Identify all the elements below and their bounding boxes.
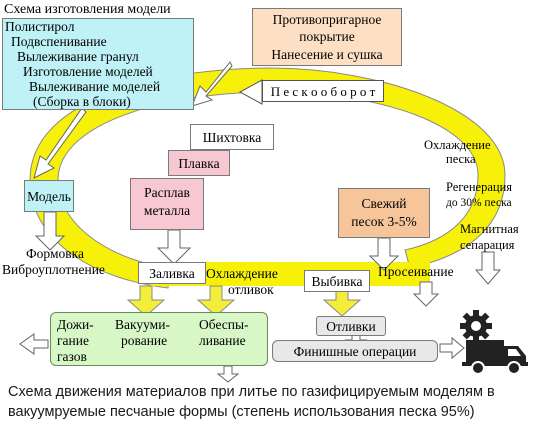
fresh-sand-line1: Свежий	[361, 196, 407, 211]
model-box: Модель	[24, 180, 74, 212]
castings-box: Отливки	[316, 316, 386, 336]
vacuum-col1-line1: Дожи-	[57, 317, 94, 332]
sand-circulation-loop	[29, 67, 506, 289]
vacuum-col1-line3: газов	[57, 349, 87, 364]
vacuum-col2-line2: рование	[121, 333, 168, 348]
molding-line1: Формовка	[26, 246, 84, 261]
regeneration-line2: до 30% песка	[446, 197, 512, 209]
step-pre-expansion: Подвспенивание	[11, 34, 107, 49]
charge-box: Шихтовка	[190, 124, 274, 150]
arrow-vacuum-left	[19, 333, 49, 355]
step-granule-aging: Вылеживание гранул	[17, 49, 139, 64]
finishing-box: Финишные операции	[272, 340, 438, 362]
pouring-box: Заливка	[138, 262, 206, 284]
knockout-box: Выбивка	[304, 270, 370, 292]
melting-box: Плавка	[168, 150, 230, 176]
arrow-magnetic-down	[474, 251, 502, 285]
arrow-to-vacuum-1	[126, 285, 166, 317]
fresh-sand-line2: песок 3-5%	[351, 214, 417, 229]
caption-line1: Схема движения материалов при литье по г…	[8, 384, 495, 400]
gear-icon	[460, 310, 492, 342]
step-model-aging: Вылеживание моделей	[29, 79, 161, 94]
coating-line3: Нанесение и сушка	[271, 47, 383, 62]
truck-icon	[462, 340, 528, 375]
sand-circulation-label: П е с к о о б о р о т	[262, 80, 384, 102]
coating-line2: покрытие	[299, 29, 355, 44]
arrow-model-down	[34, 211, 66, 251]
vacuum-col1-line2: гание	[57, 333, 89, 348]
sieving-label: Просеивание	[378, 264, 454, 279]
arrow-vacuum-down	[216, 365, 240, 383]
model-scheme-title: Схема изготовления модели	[4, 2, 171, 17]
sand-cooling-line2: песка	[446, 152, 476, 166]
step-model-making: Изготовление моделей	[23, 64, 153, 79]
sand-cooling-line1: Охлаждение	[424, 138, 491, 152]
molding-line2: Виброуплотнение	[2, 262, 105, 277]
casting-cooling-line1: Охлаждение	[206, 266, 278, 281]
vacuum-col2-line1: Вакууми-	[115, 317, 170, 332]
arrow-sieving-down	[412, 281, 440, 307]
step-block-assembly: (Сборка в блоки)	[33, 94, 131, 109]
arrow-to-truck	[439, 336, 465, 360]
melt-line1: Расплав	[144, 185, 190, 200]
regeneration-line1: Регенерация	[446, 180, 513, 194]
casting-cooling-line2: отливок	[228, 282, 274, 297]
arrow-to-vacuum-2	[196, 285, 236, 317]
magnetic-line1: Магнитная	[460, 222, 519, 236]
arrow-scheme-to-model	[33, 107, 87, 179]
step-polystyrene: Полистирол	[5, 19, 75, 34]
vacuum-col3-line2: ливание	[199, 333, 246, 348]
arrow-coating-down	[191, 61, 233, 107]
arrow-fresh-sand-down	[368, 237, 400, 271]
fresh-sand-box: Свежий песок 3-5%	[338, 188, 430, 238]
model-scheme-box: Полистирол Подвспенивание Вылеживание гр…	[2, 18, 194, 110]
coating-line1: Противопригарное	[272, 12, 382, 27]
vacuum-block: Дожи- гание газов Вакууми- рование Обесп…	[50, 312, 268, 366]
magnetic-line2: сепарация	[460, 238, 515, 252]
arrow-melt-down	[156, 229, 192, 265]
coating-box: Противопригарное покрытие Нанесение и су…	[252, 8, 402, 66]
melt-box: Расплав металла	[130, 178, 204, 230]
melt-line2: металла	[143, 203, 191, 218]
caption-line2: вакуумруемые песчаные формы (степень исп…	[8, 404, 475, 420]
vacuum-col3-line1: Обеспы-	[199, 317, 249, 332]
